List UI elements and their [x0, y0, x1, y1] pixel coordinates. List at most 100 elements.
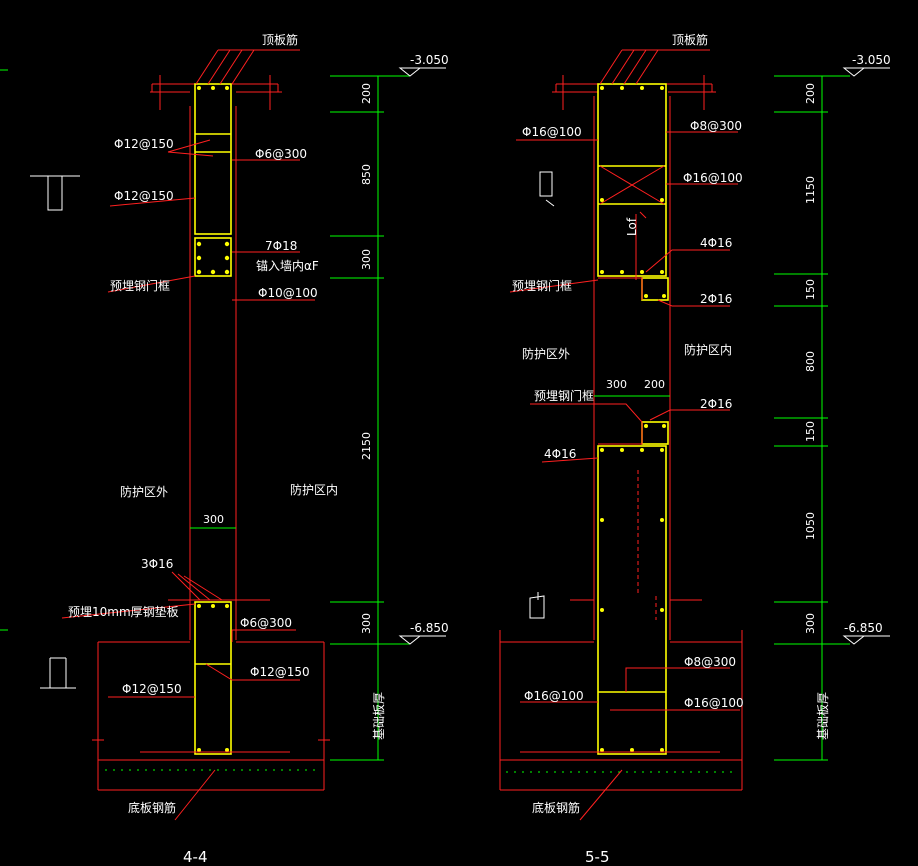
leader-55-frame [509, 279, 599, 293]
wall-44 [189, 106, 237, 640]
rebar-label-55-2phi16-a: 2Φ16 [700, 292, 732, 306]
bottom-beam-cage-44 [194, 601, 232, 755]
dashed-rebar-55 [637, 470, 657, 620]
rebar-label-44-phi6-300-b: Φ6@300 [240, 616, 292, 630]
leader-55-d [645, 249, 730, 273]
top-rebar-leader-44 [195, 49, 300, 85]
rebar-dots-55 [600, 86, 666, 752]
level-marker-55-b [842, 635, 890, 645]
rebar-label-44-phi12-150-c: Φ12@150 [250, 665, 310, 679]
inside-label-44: 防护区内 [290, 482, 338, 497]
leader-55-f [649, 409, 730, 421]
rebar-label-55-phi8-300-b: Φ8@300 [684, 655, 736, 669]
leader-55-frame2 [530, 403, 643, 423]
rebar-label-55-phi16-100-c: Φ16@100 [524, 689, 584, 703]
section-tag-55-a [539, 171, 555, 207]
section-title-55: 5-5 [585, 848, 610, 866]
section-5-5: 顶板筋 Φ16@100 Φ8@300 Φ16@100 4Φ16 2Φ16 Lof… [499, 32, 891, 866]
rebar-label-55-phi16-100-d: Φ16@100 [684, 696, 744, 710]
rebar-label-44-phi12-150-a: Φ12@150 [114, 137, 174, 151]
leader-44-b [109, 197, 196, 207]
leader-44-a [167, 139, 214, 157]
top-rebar-label-55: 顶板筋 [672, 32, 708, 47]
level-marker-55-a [842, 67, 890, 77]
dim-55-1150: 1150 [804, 176, 817, 204]
bottom-rebar-label-55: 底板钢筋 [532, 800, 580, 815]
leader-55-e [657, 299, 730, 307]
top-slab-outline-55 [552, 83, 716, 93]
rebar-label-44-phi10-100: Φ10@100 [258, 286, 318, 300]
dim-55-150-b: 150 [804, 421, 817, 442]
top-beam-cage-44 [194, 83, 232, 235]
rebar-label-55-2phi16-b: 2Φ16 [700, 397, 732, 411]
top-slab-edges-55 [562, 75, 705, 110]
top-beam-cage-55 [597, 83, 667, 277]
lof-label-55: Lof [625, 217, 639, 236]
section-4-4: 顶板筋 Φ12@150 Φ12@150 Φ6@300 7Φ18 锚入墙内αF Φ… [0, 32, 449, 866]
inside-label-55: 防护区内 [684, 342, 732, 357]
foundation-label-44: 基础板厚 [372, 692, 386, 740]
section-tag-44-a [30, 175, 80, 211]
top-slab-edges-44 [159, 75, 271, 110]
lof-line-55 [635, 211, 647, 280]
dim-44-300-a: 300 [360, 249, 373, 270]
rebar-label-44-phi12-150-b: Φ12@150 [114, 189, 174, 203]
rebar-dots-44 [196, 86, 230, 752]
width-dim-55-200: 200 [644, 378, 665, 391]
rebar-label-55-phi8-300-a: Φ8@300 [690, 119, 742, 133]
rebar-label-55-4phi16-b: 4Φ16 [544, 447, 576, 461]
bottom-beam-cage-55 [597, 445, 667, 755]
top-slab-outline-44 [150, 83, 282, 93]
level-marker-44-a [398, 67, 446, 77]
leader-55-h [625, 667, 730, 692]
leader-55-g [541, 457, 599, 463]
leader-44-3phi16 [171, 571, 223, 601]
leader-44-bottom [174, 769, 216, 821]
rebar-label-55-4phi16-a: 4Φ16 [700, 236, 732, 250]
anchor-label-44: 锚入墙内αF [256, 258, 319, 273]
width-dim-44: 300 [203, 513, 224, 526]
plate-label-44: 预埋10mm厚钢垫板 [68, 604, 179, 619]
rebar-label-55-phi16-100-a: Φ16@100 [522, 125, 582, 139]
foundation-44 [97, 641, 325, 791]
rebar-label-55-phi16-100-b: Φ16@100 [683, 171, 743, 185]
cross-55 [599, 165, 665, 205]
top-rebar-leader-55 [599, 49, 710, 85]
dim-55-300: 300 [804, 613, 817, 634]
foundation-55 [499, 630, 743, 791]
step-55-a [598, 277, 643, 300]
leader-44-frame [107, 275, 196, 293]
rebar-label-44-7phi18: 7Φ18 [265, 239, 297, 253]
rebar-label-44-phi6-300: Φ6@300 [255, 147, 307, 161]
section-tag-55-b [529, 592, 545, 619]
frame-label-55: 预埋钢门框 [512, 278, 572, 293]
level-marker-44-b [398, 635, 446, 645]
foundation-label-55: 基础板厚 [816, 692, 830, 740]
dim-chain-44 [330, 75, 410, 761]
leader-44-f [231, 629, 296, 642]
step-55-b [598, 422, 643, 445]
dim-55-800: 800 [804, 351, 817, 372]
dim-55-150-a: 150 [804, 279, 817, 300]
rebar-label-44-3phi16: 3Φ16 [141, 557, 173, 571]
section-title-44: 4-4 [183, 848, 208, 866]
wall-55 [593, 96, 671, 640]
leader-44-g [205, 663, 300, 681]
lintel-cage-44 [194, 237, 232, 277]
bottom-rebar-label-44: 底板钢筋 [128, 800, 176, 815]
level-55-bottom: -6.850 [844, 621, 883, 635]
dim-44-2150: 2150 [360, 432, 373, 460]
dim-55-200: 200 [804, 83, 817, 104]
section-tag-44-b [40, 657, 76, 689]
dim-chain-55 [774, 75, 850, 761]
dim-55-1050: 1050 [804, 512, 817, 540]
outside-label-44: 防护区外 [120, 484, 168, 499]
leader-44-plate [61, 603, 196, 619]
leader-55-bottom [579, 769, 623, 821]
frame2-label-55: 预埋钢门框 [534, 388, 594, 403]
dim-44-850: 850 [360, 164, 373, 185]
dim-44-300-b: 300 [360, 613, 373, 634]
top-rebar-label-44: 顶板筋 [262, 32, 298, 47]
rebar-label-44-phi12-150-d: Φ12@150 [122, 682, 182, 696]
